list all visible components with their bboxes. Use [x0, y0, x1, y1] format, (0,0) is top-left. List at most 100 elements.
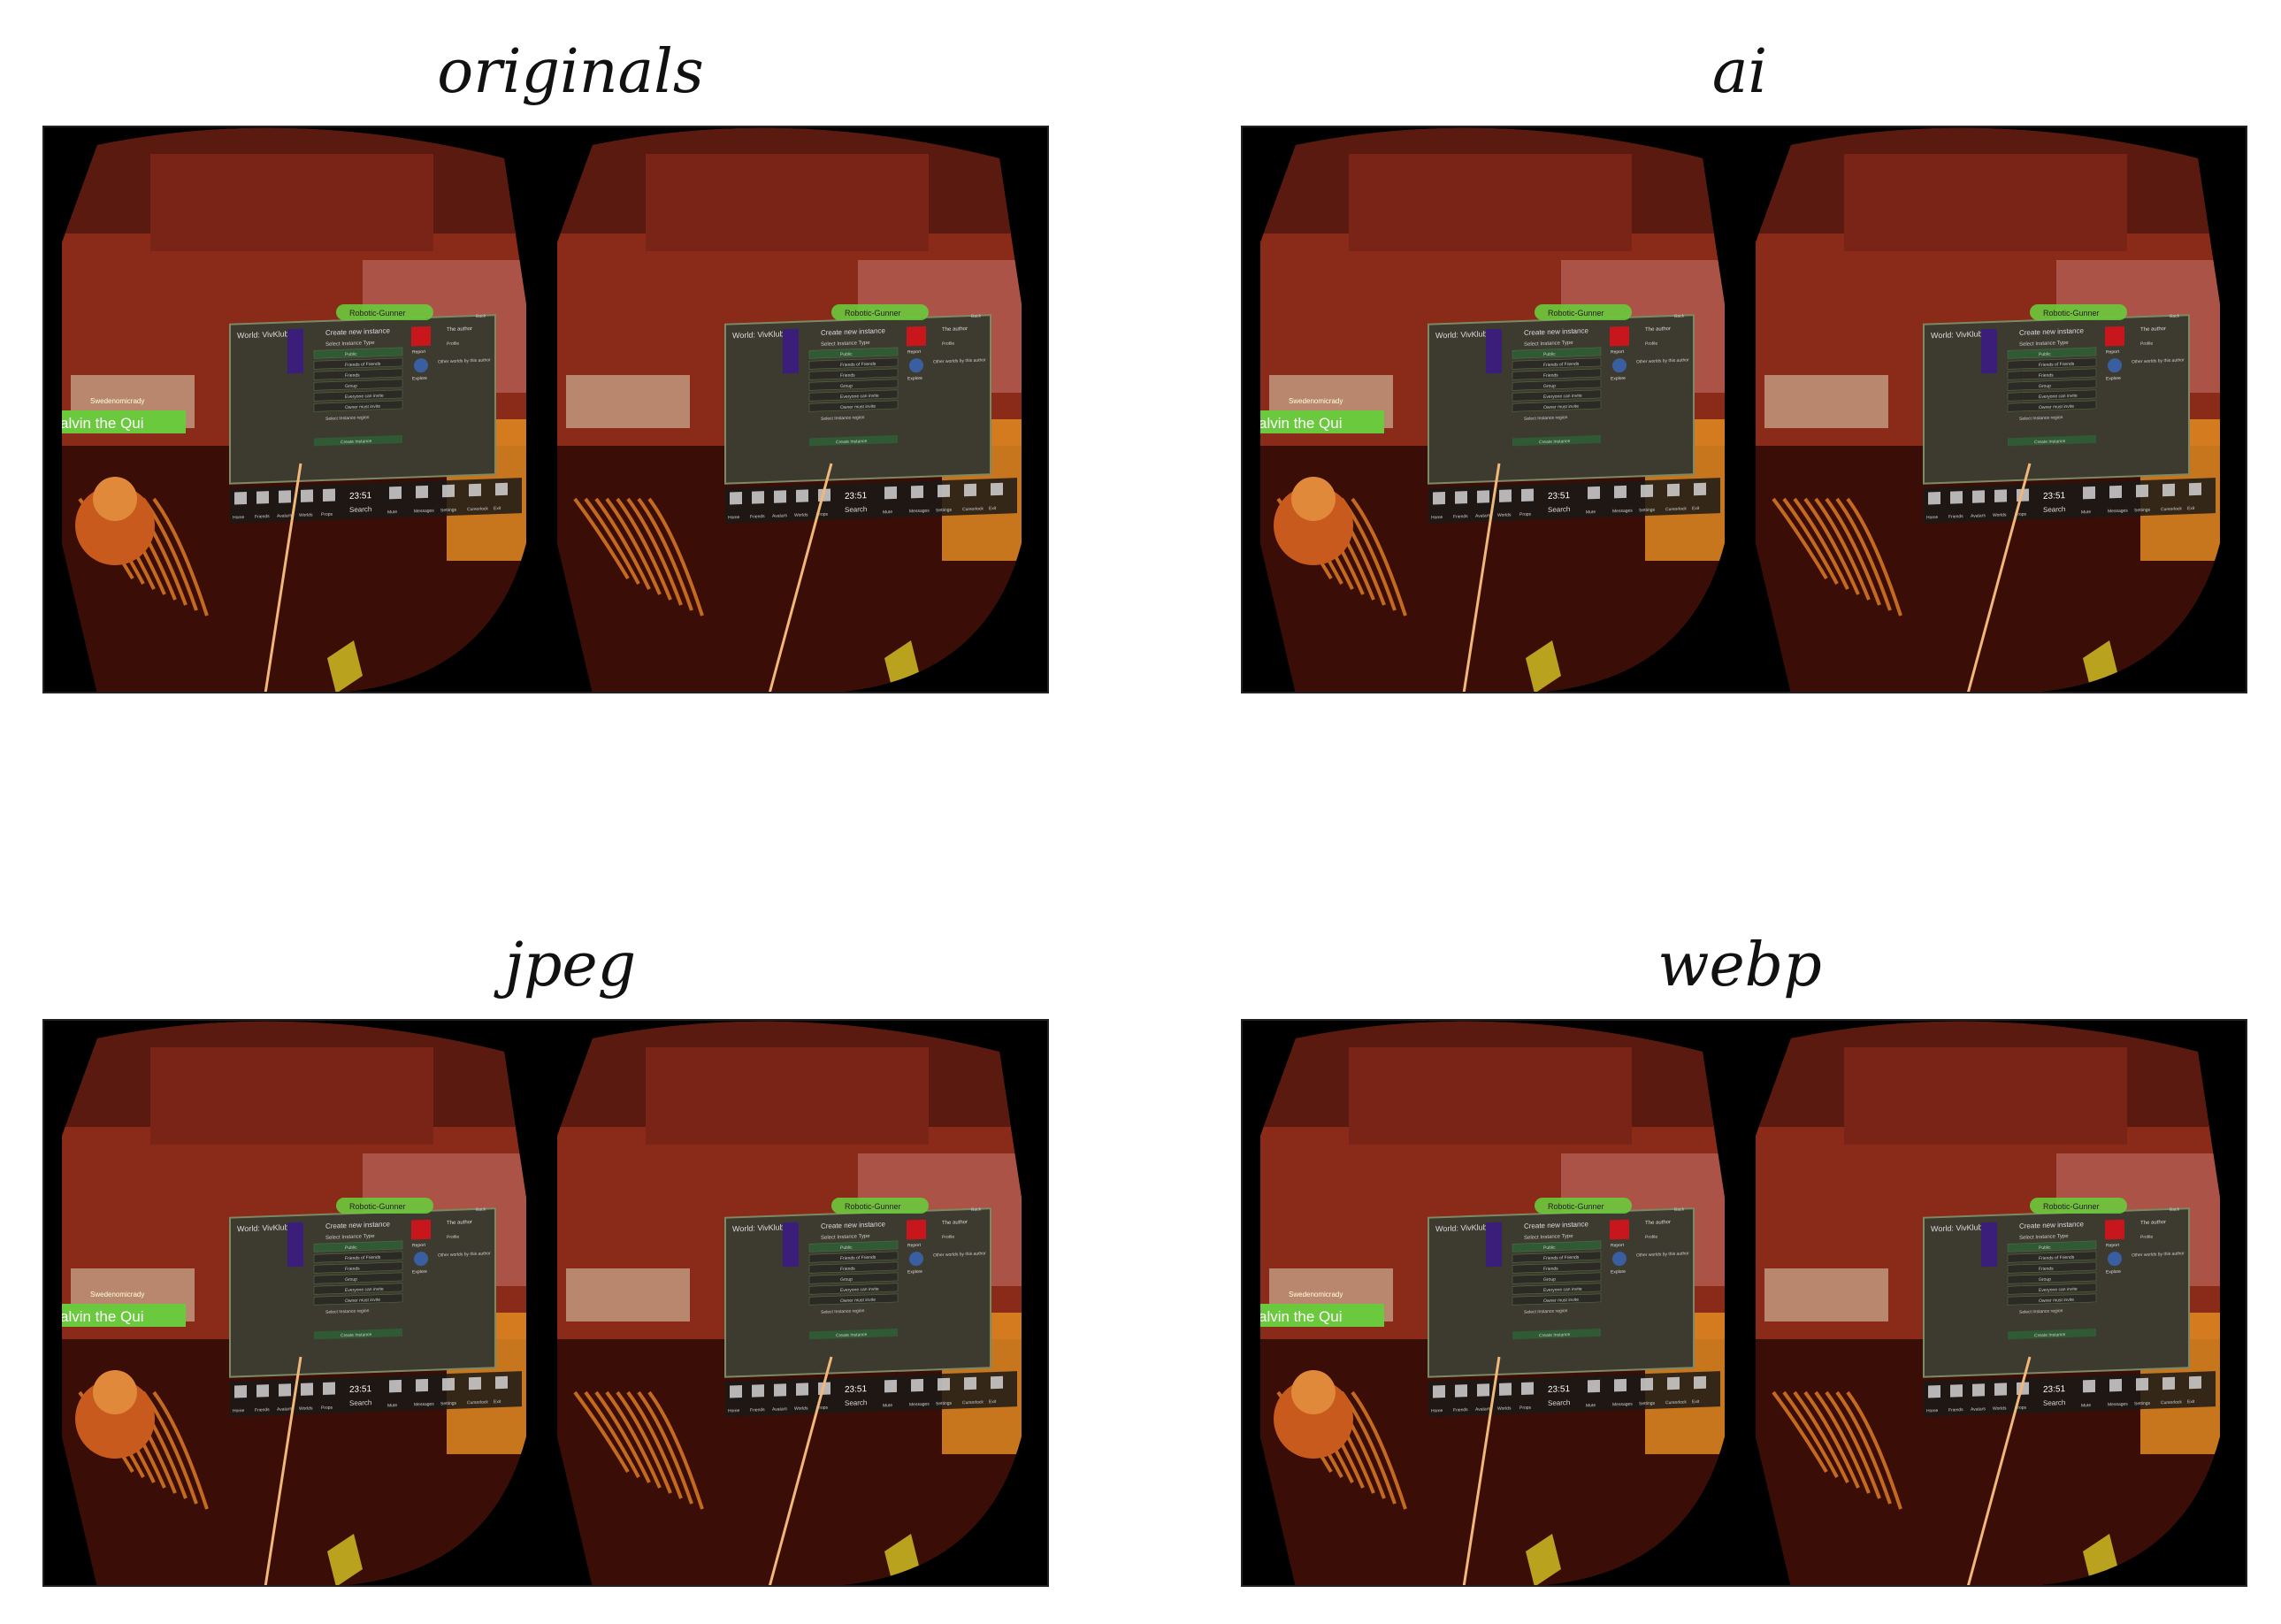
svg-text:Friends: Friends [1543, 373, 1558, 379]
svg-text:Create Instance: Create Instance [2034, 439, 2066, 445]
svg-text:Friends: Friends [2039, 373, 2054, 379]
svg-text:Other worlds by this author: Other worlds by this author [2132, 1251, 2185, 1258]
svg-text:Friends: Friends [255, 514, 270, 520]
svg-text:Props: Props [816, 1406, 829, 1411]
svg-text:Other worlds by this author: Other worlds by this author [933, 1251, 986, 1258]
svg-text:Public: Public [840, 352, 853, 357]
svg-text:Exit: Exit [989, 506, 997, 511]
svg-text:Friends of Friends: Friends of Friends [1543, 362, 1580, 368]
svg-text:Worlds: Worlds [1497, 1406, 1512, 1412]
svg-text:alvin the Qui: alvin the Qui [1259, 1308, 1343, 1325]
svg-text:Messages: Messages [909, 509, 930, 515]
svg-text:Worlds: Worlds [1497, 512, 1512, 518]
svg-text:The author: The author [447, 1220, 472, 1226]
svg-text:Back: Back [2170, 314, 2180, 319]
svg-text:World: VivKlub: World: VivKlub [237, 329, 289, 340]
svg-text:Create Instance: Create Instance [1539, 1332, 1571, 1338]
svg-text:World: VivKlub: World: VivKlub [1435, 1222, 1488, 1233]
svg-text:Report: Report [412, 349, 426, 356]
svg-text:Robotic-Gunner: Robotic-Gunner [349, 1202, 406, 1211]
svg-text:Friends: Friends [255, 1407, 270, 1413]
svg-text:23:51: 23:51 [845, 491, 867, 502]
svg-text:23:51: 23:51 [2043, 1384, 2065, 1395]
svg-text:Home: Home [233, 1408, 245, 1413]
svg-text:Exit: Exit [1692, 1399, 1700, 1405]
svg-text:Exit: Exit [989, 1399, 997, 1405]
svg-text:Exit: Exit [1692, 506, 1700, 511]
svg-text:Profile: Profile [1645, 341, 1657, 348]
svg-text:Select Instance Type: Select Instance Type [1524, 341, 1573, 348]
vr-scene-image: World: VivKlub Create new instanceSelect … [1243, 127, 2246, 692]
svg-text:Group: Group [2039, 1277, 2051, 1283]
svg-text:Profile: Profile [447, 341, 459, 348]
svg-text:Create new instance: Create new instance [2019, 1220, 2084, 1230]
svg-text:Settings: Settings [2134, 508, 2151, 514]
svg-text:Public: Public [345, 1245, 357, 1251]
svg-text:Everyone can invite: Everyone can invite [840, 394, 879, 401]
svg-text:Messages: Messages [1612, 1402, 1633, 1408]
svg-text:Search: Search [845, 1398, 867, 1407]
svg-text:Owner must invite: Owner must invite [840, 404, 876, 410]
svg-text:Report: Report [2106, 1243, 2120, 1249]
svg-text:Friends: Friends [2039, 1267, 2054, 1273]
vr-scene-image: World: VivKlub Create new instanceSelect … [1243, 1021, 2246, 1585]
svg-text:Select Instance region: Select Instance region [2019, 1308, 2063, 1315]
svg-text:Report: Report [2106, 349, 2120, 356]
svg-text:Select Instance region: Select Instance region [1524, 415, 1568, 422]
svg-text:Avatars: Avatars [277, 1406, 292, 1413]
svg-text:Friends: Friends [1948, 514, 1963, 520]
svg-text:World: VivKlub: World: VivKlub [1931, 329, 1983, 340]
svg-text:Robotic-Gunner: Robotic-Gunner [349, 309, 406, 318]
svg-text:alvin the Qui: alvin the Qui [1259, 415, 1343, 432]
svg-text:Everyone can invite: Everyone can invite [1543, 394, 1582, 401]
svg-text:The author: The author [2140, 1220, 2166, 1226]
svg-text:Search: Search [1548, 505, 1570, 514]
svg-text:Explore: Explore [907, 376, 922, 382]
svg-text:Search: Search [1548, 1398, 1570, 1407]
svg-text:Exit: Exit [2187, 1399, 2195, 1405]
svg-text:Swedenomicrady: Swedenomicrady [1289, 1291, 1343, 1298]
svg-text:Mute: Mute [2081, 509, 2091, 515]
svg-text:Group: Group [2039, 384, 2051, 389]
svg-text:Other worlds by this author: Other worlds by this author [933, 357, 986, 364]
svg-text:Create new instance: Create new instance [1524, 326, 1588, 337]
svg-text:Create Instance: Create Instance [2034, 1332, 2066, 1338]
svg-text:Robotic-Gunner: Robotic-Gunner [1548, 1202, 1604, 1211]
svg-text:Create Instance: Create Instance [341, 439, 372, 445]
svg-text:Home: Home [1926, 515, 1939, 520]
svg-text:Profile: Profile [942, 1235, 954, 1241]
svg-text:Robotic-Gunner: Robotic-Gunner [2043, 1202, 2100, 1211]
svg-text:Avatars: Avatars [1475, 513, 1490, 519]
svg-text:Robotic-Gunner: Robotic-Gunner [845, 1202, 901, 1211]
svg-text:Group: Group [840, 1277, 853, 1283]
svg-text:Public: Public [1543, 1245, 1556, 1251]
svg-text:Mute: Mute [883, 509, 892, 515]
svg-text:Back: Back [476, 314, 486, 319]
svg-text:Robotic-Gunner: Robotic-Gunner [2043, 309, 2100, 318]
svg-text:Select Instance region: Select Instance region [1524, 1308, 1568, 1315]
svg-text:Friends of Friends: Friends of Friends [1543, 1255, 1580, 1261]
svg-text:Worlds: Worlds [299, 1406, 313, 1412]
svg-text:World: VivKlub: World: VivKlub [1435, 329, 1488, 340]
svg-text:Worlds: Worlds [1993, 1406, 2007, 1412]
svg-text:Select Instance Type: Select Instance Type [2019, 1234, 2069, 1241]
svg-text:Owner must invite: Owner must invite [345, 404, 380, 410]
svg-text:23:51: 23:51 [349, 491, 371, 502]
svg-text:Select Instance Type: Select Instance Type [821, 341, 870, 348]
svg-text:Home: Home [1431, 515, 1443, 520]
svg-text:Explore: Explore [1611, 1269, 1626, 1275]
svg-text:Explore: Explore [907, 1269, 922, 1275]
svg-text:Profile: Profile [2140, 341, 2153, 348]
svg-text:Worlds: Worlds [1993, 512, 2007, 518]
svg-text:Props: Props [2015, 512, 2027, 517]
svg-text:23:51: 23:51 [2043, 491, 2065, 502]
svg-text:World: VivKlub: World: VivKlub [732, 1222, 785, 1233]
svg-text:Search: Search [2043, 1398, 2065, 1407]
